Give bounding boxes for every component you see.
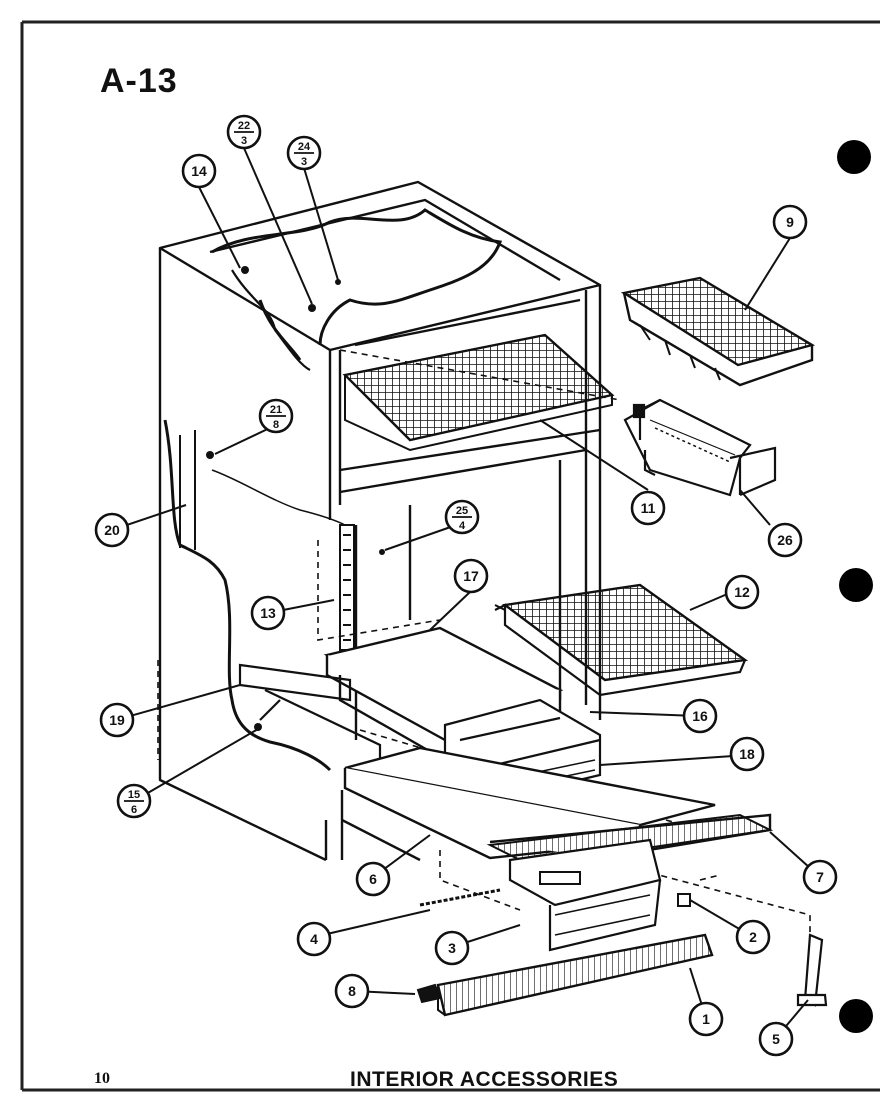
callout-13: 13: [250, 595, 286, 631]
page-label: A-13: [100, 62, 178, 100]
callout-circle: [767, 522, 803, 558]
callout-number: 2: [749, 929, 757, 945]
callout-18: 18: [729, 736, 765, 772]
callout-7: 7: [802, 859, 838, 895]
small-parts: [416, 888, 691, 1004]
binder-hole-middle: [839, 568, 873, 602]
callout-number: 7: [816, 869, 824, 885]
ice-maker: [623, 398, 777, 497]
callout-number: 6: [369, 871, 377, 887]
callout-4: 4: [296, 921, 332, 957]
callout-12: 12: [724, 574, 760, 610]
callout-circle: [453, 558, 489, 594]
callout-20: 20: [94, 512, 130, 548]
callout-6: 6: [355, 861, 391, 897]
callout-number: 11: [641, 500, 656, 516]
fraction-callout-25-4: 254: [444, 499, 480, 535]
callout-circle: [94, 512, 130, 548]
callout-circle: [99, 702, 135, 738]
callout-9: 9: [772, 204, 808, 240]
binder-hole-top: [837, 140, 871, 174]
wire-shelf: [494, 580, 749, 697]
support-rail: [238, 663, 382, 760]
callout-number: 9: [786, 214, 794, 230]
callout-number: 17: [463, 568, 479, 584]
freezer-shelf: [342, 333, 615, 452]
page-frame: [20, 20, 880, 1092]
callout-number: 14: [191, 163, 207, 179]
callout-circle: [296, 921, 332, 957]
callout-number: 16: [692, 708, 708, 724]
meat-keeper-pan: [486, 813, 774, 952]
callout-circle: [688, 1001, 724, 1037]
callout-number: 1: [702, 1011, 710, 1027]
callout-circle: [630, 490, 666, 526]
callout-bottom-number: 4: [459, 520, 466, 532]
callout-top-number: 24: [298, 141, 311, 153]
callout-bottom-number: 6: [131, 804, 137, 816]
callout-bottom-number: 3: [241, 135, 247, 147]
base-grille: [436, 933, 714, 1017]
callout-top-number: 22: [238, 120, 250, 132]
callout-circle: [724, 574, 760, 610]
callout-number: 4: [310, 931, 318, 947]
callout-number: 3: [448, 940, 456, 956]
callout-17: 17: [453, 558, 489, 594]
callout-circle: [250, 595, 286, 631]
callout-circle: [735, 919, 771, 955]
callout-number: 8: [348, 983, 356, 999]
binder-holes: [837, 140, 873, 1033]
callout-2: 2: [735, 919, 771, 955]
callout-circle: [729, 736, 765, 772]
callout-19: 19: [99, 702, 135, 738]
callout-circle: [772, 204, 808, 240]
diagram-caption: INTERIOR ACCESSORIES: [350, 1068, 619, 1091]
callout-circle: [802, 859, 838, 895]
callout-26: 26: [767, 522, 803, 558]
callout-number: 5: [772, 1031, 780, 1047]
shelf-ladder: [339, 524, 355, 651]
callout-14: 14: [181, 153, 217, 189]
fraction-callout-24-3: 243: [286, 135, 322, 171]
callout-number: 26: [777, 532, 793, 548]
callout-top-number: 21: [270, 404, 282, 416]
fraction-callout-15-6: 156: [116, 783, 152, 819]
binder-hole-bottom: [839, 999, 873, 1033]
callout-bottom-number: 3: [301, 156, 307, 168]
callout-top-number: 15: [128, 789, 140, 801]
callout-8: 8: [334, 973, 370, 1009]
fraction-callout-21-8: 218: [258, 398, 294, 434]
callout-number: 19: [109, 712, 125, 728]
callout-1: 1: [688, 1001, 724, 1037]
callout-16: 16: [682, 698, 718, 734]
callout-number: 20: [104, 522, 120, 538]
callout-number: 12: [734, 584, 750, 600]
callout-bottom-number: 8: [273, 419, 279, 431]
callout-5: 5: [758, 1021, 794, 1057]
callout-circle: [758, 1021, 794, 1057]
callout-top-number: 25: [456, 505, 468, 517]
page-number: 10: [94, 1070, 110, 1087]
callout-circle: [682, 698, 718, 734]
callout-number: 13: [260, 605, 276, 621]
callout-circle: [355, 861, 391, 897]
callout-circle: [334, 973, 370, 1009]
ice-tray: [620, 276, 816, 387]
callout-circle: [181, 153, 217, 189]
fasteners: [206, 266, 385, 731]
leader-lines: [111, 147, 821, 1039]
leveling-leg: [796, 933, 828, 1007]
callout-number: 18: [739, 746, 755, 762]
callout-3: 3: [434, 930, 470, 966]
fraction-callout-22-3: 223: [226, 114, 262, 150]
cutaway-edges: [163, 208, 503, 772]
callout-11: 11: [630, 490, 666, 526]
callout-circle: [434, 930, 470, 966]
